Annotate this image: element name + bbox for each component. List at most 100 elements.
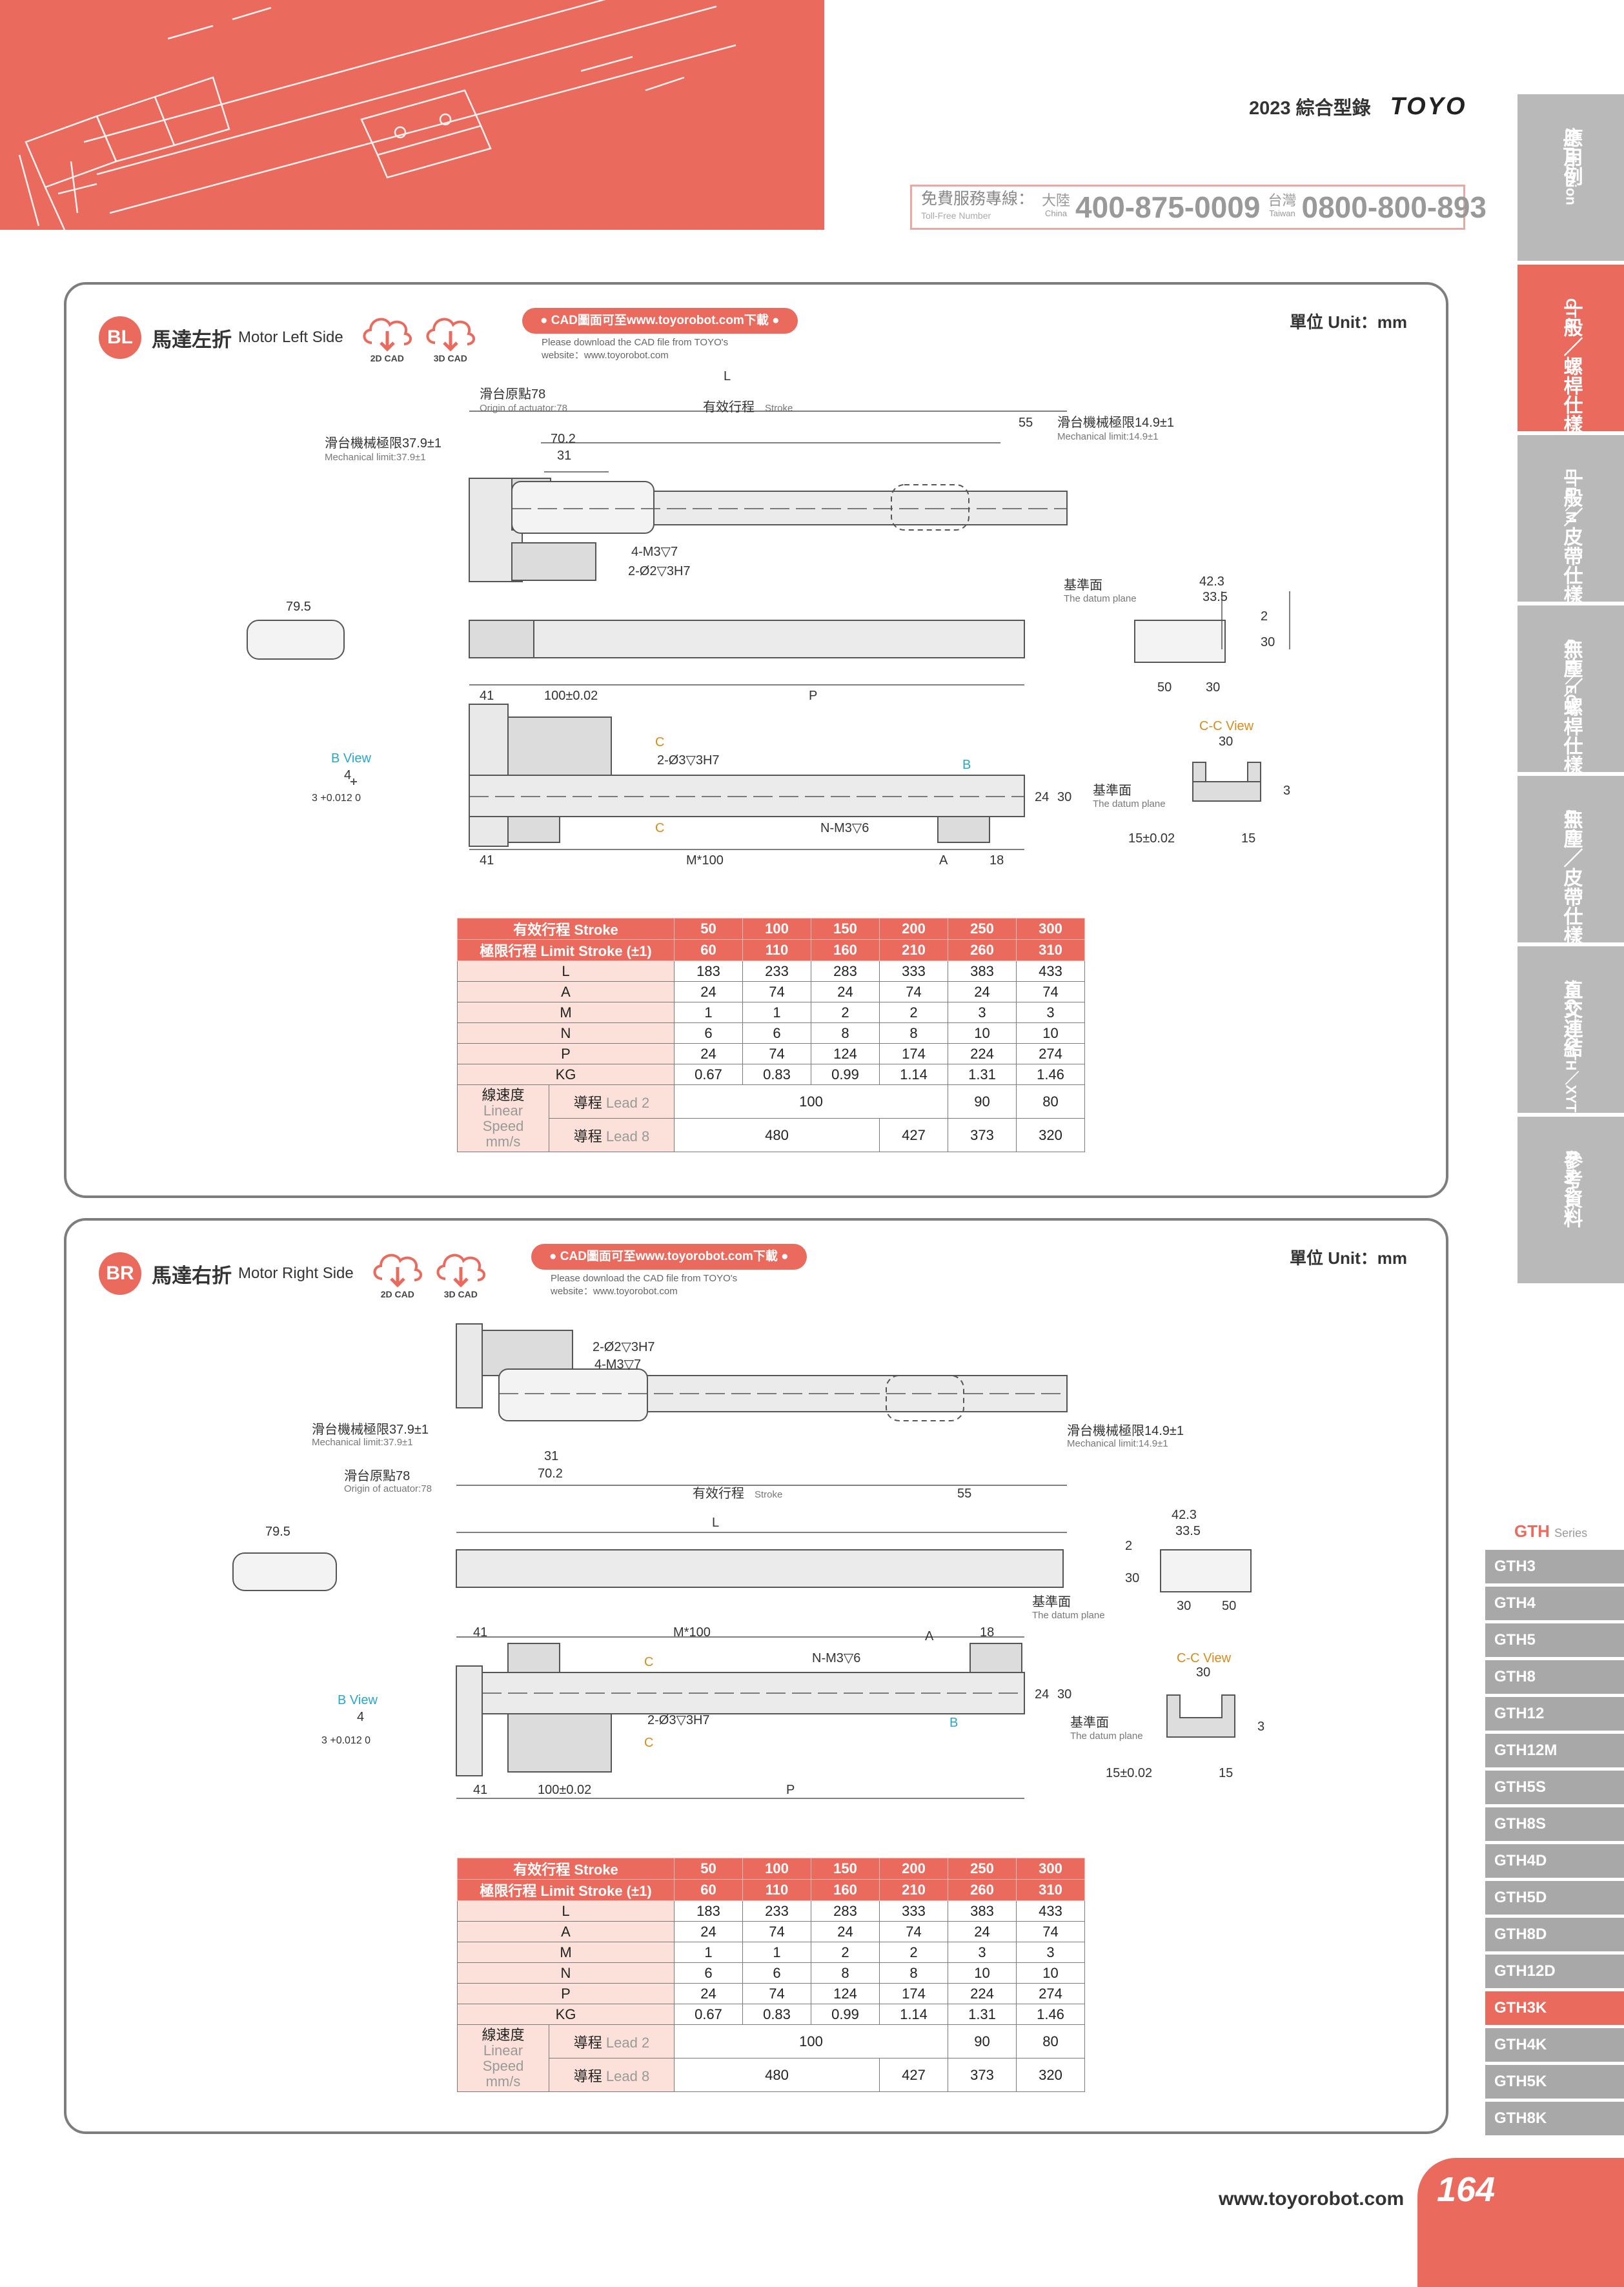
side-tab-application[interactable]: 應用例 Application: [1517, 94, 1624, 261]
model-tab-gth5s[interactable]: GTH5S: [1485, 1771, 1624, 1804]
table-cell: 183: [674, 961, 743, 982]
stroke-cell: 200: [879, 1858, 948, 1880]
model-tab-gth4d[interactable]: GTH4D: [1485, 1844, 1624, 1878]
lead2-label: 導程 Lead 2: [549, 1084, 675, 1119]
dim-mech-right-en: Mechanical limit:14.9±1: [1067, 1438, 1168, 1449]
model-tab-gth8k[interactable]: GTH8K: [1485, 2102, 1624, 2135]
table-cell: 480: [674, 1118, 880, 1152]
cad-download-banner[interactable]: ● CAD圖面可至www.toyorobot.com下載 ●: [522, 308, 798, 334]
model-tab-gth8d[interactable]: GTH8D: [1485, 1918, 1624, 1951]
limit-header: 極限行程 Limit Stroke (±1): [457, 1879, 675, 1901]
side-tab-gth[interactable]: 一般／螺桿仕樣 GTH: [1517, 265, 1624, 434]
drawing-motor-right: 2-Ø2▽3H7 4-M3▽7 滑台機械極限37.9±1 Mechanical …: [232, 1323, 1264, 1799]
side-tab-xy[interactable]: 直交連結 XYGT／XYTH／XYTB: [1517, 946, 1624, 1123]
model-tab-gth8[interactable]: GTH8: [1485, 1660, 1624, 1694]
stroke-cell: 300: [1016, 918, 1085, 940]
dim-L: L: [724, 369, 731, 383]
row-label: KG: [457, 2004, 675, 2025]
table-cell: 24: [948, 1921, 1017, 1942]
dim-79-5: 79.5: [286, 600, 311, 614]
table-cell: 1.46: [1016, 2004, 1085, 2025]
row-label: P: [457, 1983, 675, 2004]
model-tab-gth12d[interactable]: GTH12D: [1485, 1955, 1624, 1988]
dim-A: A: [925, 1629, 934, 1643]
cad-2d-download[interactable]: 2D CAD: [369, 1248, 426, 1299]
model-tab-gth5[interactable]: GTH5: [1485, 1623, 1624, 1657]
side-tab-reference[interactable]: 參考資料 Reference: [1517, 1117, 1624, 1283]
dim-B: B: [962, 758, 971, 772]
side-tab-gch-ech[interactable]: 無塵／螺桿仕樣 GCH／ECH: [1517, 605, 1624, 775]
model-tab-gth3k[interactable]: GTH3K: [1485, 1991, 1624, 2025]
footer-website[interactable]: www.toyorobot.com: [1219, 2188, 1405, 2210]
dim-origin: 滑台原點78: [480, 387, 545, 401]
table-cell: 8: [879, 1022, 948, 1044]
table-cell: 3: [1016, 1002, 1085, 1023]
dim-15-02: 15±0.02: [1106, 1766, 1152, 1780]
cad-3d-download[interactable]: 3D CAD: [432, 1248, 489, 1299]
row-label: L: [457, 961, 675, 982]
row-label: N: [457, 1022, 675, 1044]
dim-B: B: [949, 1716, 958, 1730]
dim-30-right: 30: [1057, 790, 1071, 804]
table-cell: 10: [1016, 1962, 1085, 1984]
table-cell: 2: [811, 1002, 880, 1023]
side-tab-etb[interactable]: 一般／皮帶仕樣 ETB／M: [1517, 435, 1624, 604]
cad-3d-label: 3D CAD: [443, 1289, 478, 1299]
cad-2d-label: 2D CAD: [380, 1289, 414, 1299]
dim-100: 100±0.02: [544, 689, 598, 703]
table-cell: 0.67: [674, 1064, 743, 1085]
table-cell: 90: [948, 2024, 1017, 2058]
dim-70-2: 70.2: [551, 432, 576, 446]
dim-cc-view: C-C View: [1199, 719, 1254, 733]
table-cell: 320: [1016, 2058, 1085, 2092]
model-tab-gth12[interactable]: GTH12: [1485, 1697, 1624, 1731]
limit-cell: 160: [811, 1879, 880, 1901]
cad-download-banner[interactable]: ● CAD圖面可至www.toyorobot.com下載 ●: [531, 1244, 807, 1270]
table-cell: 1: [674, 1002, 743, 1023]
cad-3d-download[interactable]: 3D CAD: [422, 312, 479, 363]
dim-33-5: 33.5: [1175, 1524, 1201, 1538]
dim-origin-en: Origin of actuator:78: [480, 403, 567, 414]
stroke-header: 有效行程 Stroke: [457, 918, 675, 940]
table-cell: 90: [948, 1084, 1017, 1119]
section-badge: BL: [99, 316, 141, 359]
page-number: 164: [1437, 2170, 1496, 2209]
stroke-cell: 250: [948, 918, 1017, 940]
hotline-region-china-en: China: [1045, 208, 1067, 218]
dim-stroke-en: Stroke: [755, 1489, 782, 1500]
model-tab-gth8s[interactable]: GTH8S: [1485, 1807, 1624, 1841]
section-badge: BR: [99, 1252, 141, 1295]
table-cell: 10: [1016, 1022, 1085, 1044]
cad-2d-download[interactable]: 2D CAD: [359, 312, 416, 363]
side-tab-ecb[interactable]: 無塵／皮帶仕樣 ECB: [1517, 776, 1624, 945]
model-tab-gth4k[interactable]: GTH4K: [1485, 2028, 1624, 2062]
model-tab-gth5k[interactable]: GTH5K: [1485, 2065, 1624, 2099]
cloud-download-icon: [426, 318, 475, 352]
dim-C-top: C: [655, 735, 664, 749]
cloud-download-icon: [373, 1254, 422, 1288]
dim-15: 15: [1219, 1766, 1233, 1780]
model-tab-gth3[interactable]: GTH3: [1485, 1550, 1624, 1583]
dim-2: 2: [1261, 609, 1268, 624]
model-tab-gth4[interactable]: GTH4: [1485, 1587, 1624, 1620]
model-tab-gth5d[interactable]: GTH5D: [1485, 1881, 1624, 1915]
cloud-download-icon: [363, 318, 412, 352]
hotline-label-en: Toll-Free Number: [921, 210, 991, 221]
dim-origin-en: Origin of actuator:78: [344, 1483, 432, 1494]
stroke-cell: 50: [674, 918, 743, 940]
model-tab-gth12m[interactable]: GTH12M: [1485, 1734, 1624, 1767]
dim-2: 2: [1125, 1539, 1132, 1553]
table-cell: 183: [674, 1900, 743, 1922]
dim-31: 31: [557, 449, 571, 463]
table-cell: 24: [674, 1043, 743, 1064]
lead8-label: 導程 Lead 8: [549, 2058, 675, 2092]
dim-C-top: C: [644, 1655, 653, 1669]
dim-nm3: N-M3▽6: [820, 821, 869, 835]
dim-mech-left: 滑台機械極限37.9±1: [325, 436, 442, 451]
catalog-year-title: 2023 綜合型錄: [1249, 98, 1371, 119]
